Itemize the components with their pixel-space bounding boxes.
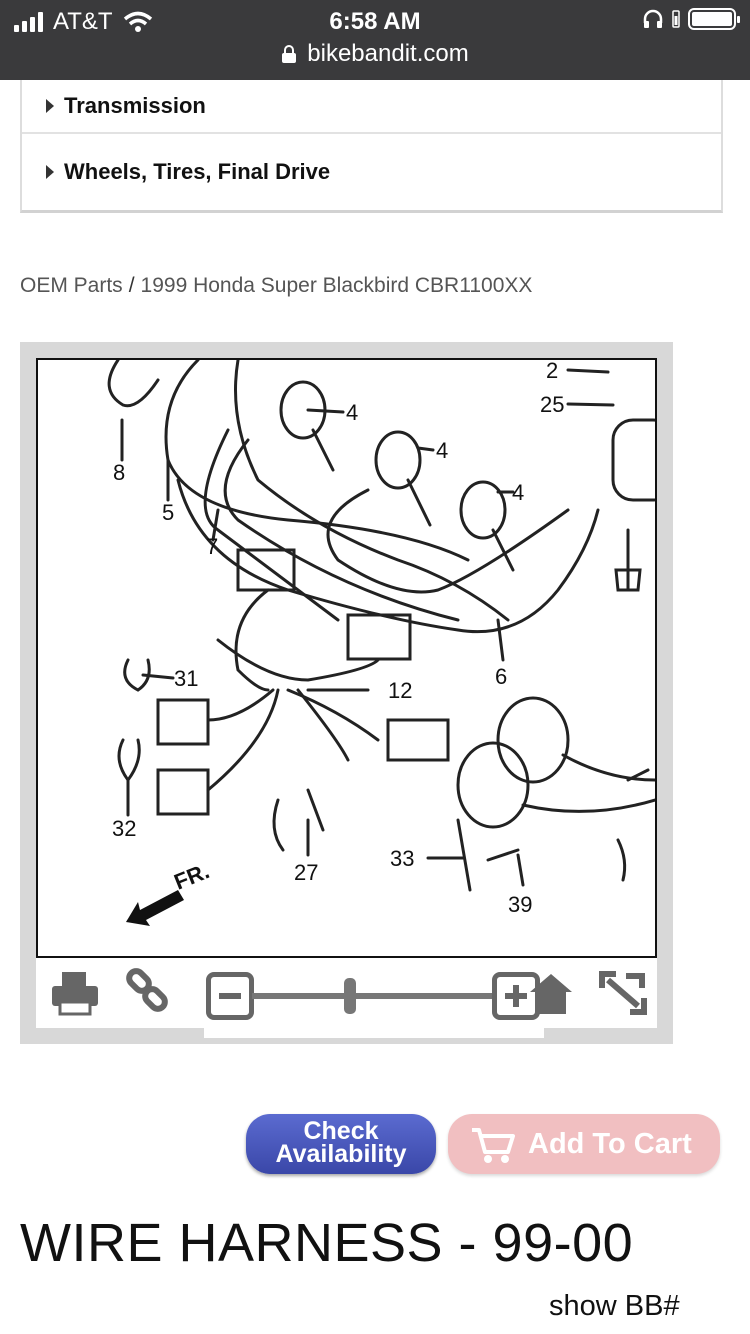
callout-39: 39 [508, 892, 532, 917]
product-title: WIRE HARNESS - 99-00 [20, 1213, 634, 1273]
breadcrumb-current: 1999 Honda Super Blackbird CBR1100XX [140, 274, 533, 297]
callout-12: 12 [388, 678, 412, 703]
callout-4a: 4 [346, 400, 358, 425]
diagram-viewer: FR. 2 25 4 4 4 8 5 7 6 31 12 32 27 33 39 [20, 342, 673, 1044]
add-to-cart-button[interactable]: Add To Cart [448, 1114, 720, 1174]
category-item-wheels[interactable]: Wheels, Tires, Final Drive [22, 132, 721, 210]
expand-arrow-icon [46, 165, 54, 179]
breadcrumb: OEM Parts/1999 Honda Super Blackbird CBR… [20, 274, 532, 298]
check-availability-line1: Check [303, 1117, 379, 1145]
callout-8: 8 [113, 460, 125, 485]
zoom-slider-handle[interactable] [343, 978, 356, 1014]
signal-icon [14, 12, 43, 32]
category-item-transmission[interactable]: Transmission [22, 80, 721, 132]
breadcrumb-separator: / [128, 274, 135, 297]
zoom-track[interactable] [252, 993, 496, 999]
category-list: Transmission Wheels, Tires, Final Drive [20, 80, 723, 213]
callout-7: 7 [206, 534, 218, 559]
status-right [642, 8, 740, 30]
category-label: Transmission [64, 93, 206, 118]
front-direction-arrow-icon: FR. [126, 858, 213, 926]
print-icon[interactable] [48, 968, 102, 1018]
lock-icon [282, 45, 297, 63]
callout-4c: 4 [512, 480, 524, 505]
home-icon[interactable] [524, 968, 578, 1018]
callout-5: 5 [162, 500, 174, 525]
address-bar[interactable]: bikebandit.com [0, 40, 750, 68]
direction-label: FR. [171, 858, 213, 894]
callout-2: 2 [546, 360, 558, 383]
zoom-out-icon[interactable] [206, 972, 254, 1020]
callout-25: 25 [540, 392, 564, 417]
diagram-toolbar [36, 958, 657, 1038]
check-availability-line2: Availability [275, 1140, 407, 1168]
link-icon[interactable] [122, 968, 176, 1018]
zoom-in-icon[interactable] [492, 972, 540, 1020]
callout-4b: 4 [436, 438, 448, 463]
add-to-cart-label: Add To Cart [528, 1127, 692, 1160]
carrier-name: AT&T [53, 8, 113, 35]
wire-harness-drawing: FR. 2 25 4 4 4 8 5 7 6 31 12 32 27 33 39 [107, 360, 655, 926]
status-carrier: AT&T [14, 8, 153, 36]
show-bb-link[interactable]: show BB# [549, 1290, 680, 1322]
url-text: bikebandit.com [307, 40, 469, 67]
status-time: 6:58 AM [329, 8, 421, 35]
fullscreen-icon[interactable] [596, 968, 650, 1018]
zoom-control [204, 958, 544, 1038]
check-availability-button[interactable]: Check Availability [246, 1114, 436, 1174]
callout-33: 33 [390, 846, 414, 871]
expand-arrow-icon [46, 99, 54, 113]
callout-32: 32 [112, 816, 136, 841]
callout-31: 31 [174, 666, 198, 691]
battery-icon [688, 8, 740, 30]
breadcrumb-root-link[interactable]: OEM Parts [20, 274, 123, 297]
browser-top-bar: AT&T 6:58 AM bikebandit.com [0, 0, 750, 80]
category-label: Wheels, Tires, Final Drive [64, 159, 331, 184]
shopping-cart-icon [472, 1128, 515, 1163]
orientation-lock-icon [672, 10, 680, 28]
callout-27: 27 [294, 860, 318, 885]
headphones-icon [643, 9, 663, 28]
parts-diagram[interactable]: FR. 2 25 4 4 4 8 5 7 6 31 12 32 27 33 39 [36, 358, 657, 958]
callout-6: 6 [495, 664, 507, 689]
wifi-icon [123, 11, 152, 32]
